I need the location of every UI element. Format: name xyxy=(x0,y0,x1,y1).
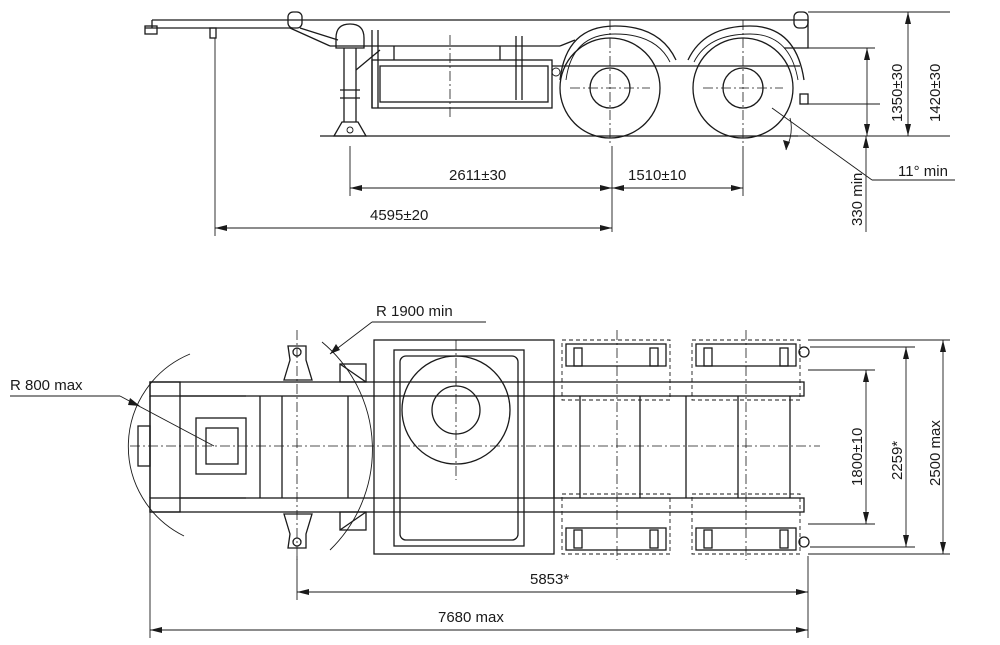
dim-ground-clearance: 330 min xyxy=(849,173,866,226)
angle-departure: 11° min xyxy=(898,163,948,180)
dim-axle-spacing: 1510±10 xyxy=(628,167,686,184)
plan-view: R 800 max R 1900 min 2500 max 2259* 1800… xyxy=(10,303,950,638)
dim-overall-height: 1420±30 xyxy=(927,64,944,122)
dim-platform-height: 1350±30 xyxy=(889,64,906,122)
dim-front-to-axle: 4595±20 xyxy=(370,207,428,224)
dim-twistlock-width: 2259* xyxy=(889,441,906,480)
dim-track: 1800±10 xyxy=(849,428,866,486)
radius-front: R 800 max xyxy=(10,377,83,394)
side-view: 2611±30 1510±10 4595±20 1420±30 1350±30 … xyxy=(144,11,955,236)
dim-overall-width: 2500 max xyxy=(927,420,944,486)
dim-kingpin-to-axle: 2611±30 xyxy=(449,167,506,184)
dim-twistlock-length: 5853* xyxy=(530,571,569,588)
radius-swing: R 1900 min xyxy=(376,303,453,320)
dim-overall-length: 7680 max xyxy=(438,609,504,626)
